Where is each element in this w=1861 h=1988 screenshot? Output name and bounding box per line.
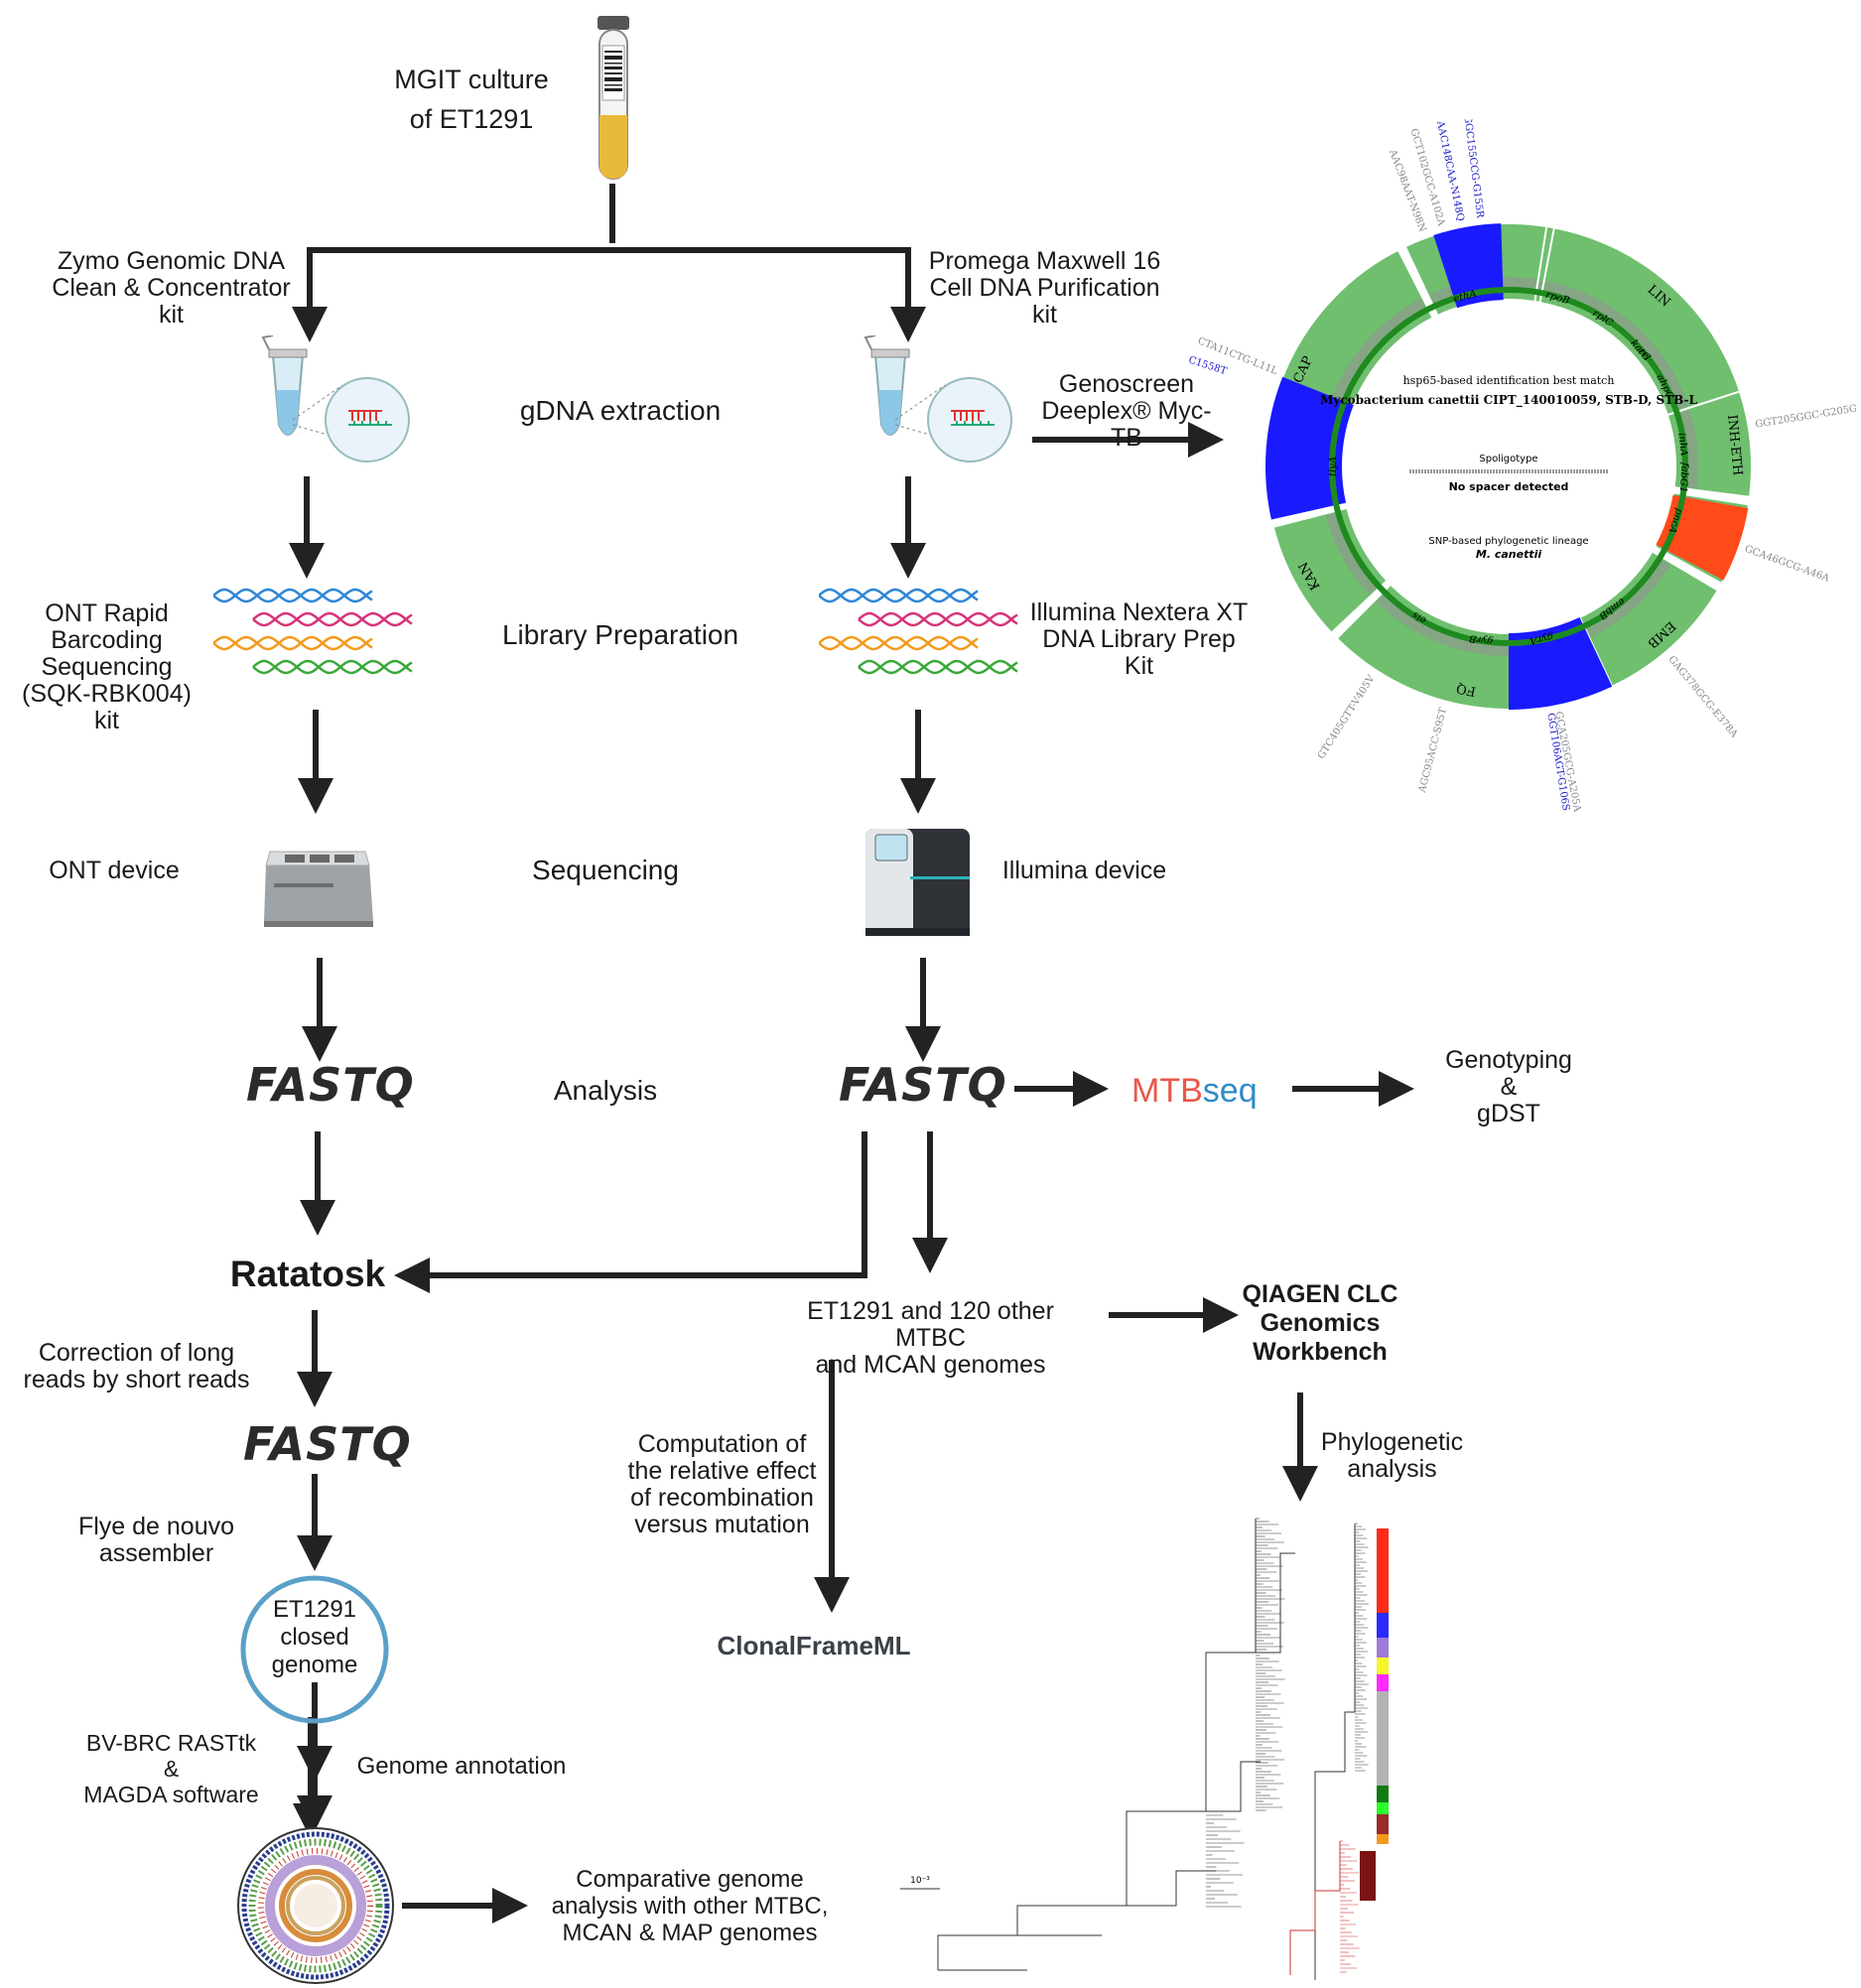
dna-strand xyxy=(213,635,373,651)
extraction-tube-icon xyxy=(261,335,410,463)
dna-strands-right-icon xyxy=(819,588,1018,675)
genomes-label: ET1291 and 120 other MTBC and MCAN genom… xyxy=(807,1297,1054,1379)
lineage-result: M. canettii xyxy=(1476,548,1541,561)
drug-label: INH-ETH xyxy=(1724,414,1745,476)
dna-strand xyxy=(252,659,413,675)
comparative-label: Comparative genome analysis with other M… xyxy=(551,1866,829,1946)
dna-strand xyxy=(213,588,373,603)
resistance-highlight xyxy=(1433,223,1504,309)
flye-label: Flye de nouvo assembler xyxy=(77,1513,235,1567)
culture-label: MGIT culture of ET1291 xyxy=(394,65,549,134)
ont-device-icon xyxy=(264,851,373,927)
correction-label: Correction of long reads by short reads xyxy=(23,1339,250,1393)
gene-label: tlyA xyxy=(1328,457,1339,476)
fastq-left-2: FASTQ xyxy=(243,1417,412,1471)
mutation-label: GGT205GGC-G205G xyxy=(1755,403,1856,430)
ont-kit-label: ONT Rapid Barcoding Sequencing (SQK-RBK0… xyxy=(22,599,192,734)
annotation-tools-label: BV-BRC RASTtk & MAGDA software xyxy=(83,1730,259,1807)
tree-scale-label: 10⁻³ xyxy=(910,1876,930,1886)
clonalframe-label: ClonalFrameML xyxy=(717,1631,911,1660)
dna-strand xyxy=(858,659,1018,675)
gene-label: gyrB xyxy=(1469,632,1495,647)
spoligo-result: No spacer detected xyxy=(1449,480,1569,493)
dna-strand xyxy=(819,635,979,651)
closed-genome-label: ET1291 closed genome xyxy=(271,1596,358,1678)
ratatosk-label: Ratatosk xyxy=(229,1254,386,1294)
deeplex-circular-plot: RIFINHINH-ETHPZAEMBFQKANCAPETHLINrpoBkat… xyxy=(1187,119,1856,814)
fastq-left-1: FASTQ xyxy=(246,1058,415,1112)
dna-strand xyxy=(819,588,979,603)
gene-label: fabG1 xyxy=(1677,462,1690,493)
dna-strand xyxy=(252,611,413,627)
mtbseq-seq: seq xyxy=(1202,1072,1258,1110)
mutation-label: GTC405GTT-V405V xyxy=(1316,673,1378,761)
mutation-label-blue: GGC155CCG-G155R xyxy=(1461,119,1485,219)
gene-label: inhA xyxy=(1675,433,1689,458)
mutation-label: AGC95ACC-S95T xyxy=(1417,707,1450,795)
genotyping-label: Genotyping & gDST xyxy=(1445,1046,1572,1127)
illumina-device-label: Illumina device xyxy=(1001,857,1167,884)
dna-strand xyxy=(213,635,373,651)
hsp65-line1: hsp65-based identification best match xyxy=(1403,374,1615,387)
annotated-genome-map xyxy=(237,1827,394,1984)
drug-label: FQ xyxy=(1455,680,1477,698)
dna-strand xyxy=(213,588,373,603)
deeplex-label: Genoscreen Deeplex® Myc-TB xyxy=(1041,370,1212,452)
illumina-device-icon xyxy=(865,829,970,936)
dna-strand xyxy=(819,588,979,603)
mtbseq-mtb: MTB xyxy=(1131,1072,1203,1110)
gene-label: gyrA xyxy=(1529,631,1554,646)
illumina-kit-label: Illumina Nextera XT DNA Library Prep Kit xyxy=(1029,598,1249,680)
dna-strand xyxy=(858,659,1018,675)
dna-strand xyxy=(858,611,1018,627)
qiagen-label: QIAGEN CLC Genomics Workbench xyxy=(1242,1280,1398,1366)
hsp65-line2: Mycobacterium canettii CIPT_140010059, S… xyxy=(1320,393,1697,408)
step-analysis: Analysis xyxy=(553,1075,658,1106)
ring-segment xyxy=(1271,506,1389,635)
dna-strand xyxy=(819,635,979,651)
mutation-label: GAG378GCG-E378A xyxy=(1665,654,1740,740)
spoligo-title: Spoligotype xyxy=(1479,454,1537,464)
dna-strand xyxy=(858,611,1018,627)
culture-tube-icon xyxy=(598,16,629,180)
left-kit-label: Zymo Genomic DNA Clean & Concentrator ki… xyxy=(52,247,291,329)
ring-segment xyxy=(1538,226,1742,417)
right-kit-label: Promega Maxwell 16 Cell DNA Purification… xyxy=(928,247,1161,329)
step-library: Library Preparation xyxy=(501,619,739,650)
mutation-label: GCA46GCG-A46A xyxy=(1743,544,1831,585)
extraction-tube-icon-right xyxy=(864,335,1012,463)
step-sequencing: Sequencing xyxy=(532,855,679,885)
gene-ring xyxy=(1329,287,1688,646)
fastq-right: FASTQ xyxy=(839,1058,1007,1112)
mtbseq-logo: MTBseq xyxy=(1131,1072,1258,1111)
annotation-label: Genome annotation xyxy=(356,1753,567,1780)
phylogenetic-tree: 10⁻³ xyxy=(900,1518,1389,1980)
ring-segment xyxy=(1578,550,1720,689)
dna-strand xyxy=(252,611,413,627)
phylo-label: Phylogenetic analysis xyxy=(1320,1428,1464,1483)
closed-genome-ring xyxy=(240,1575,389,1724)
step-extraction: gDNA extraction xyxy=(519,395,722,426)
mutation-label-blue: C1558T xyxy=(1187,354,1229,377)
ont-device-label: ONT device xyxy=(49,857,180,884)
dna-strand xyxy=(252,659,413,675)
dna-strands-left-icon xyxy=(213,588,413,675)
lineage-title: SNP-based phylogenetic lineage xyxy=(1428,536,1588,547)
computation-label: Computation of the relative effect of re… xyxy=(627,1430,817,1538)
